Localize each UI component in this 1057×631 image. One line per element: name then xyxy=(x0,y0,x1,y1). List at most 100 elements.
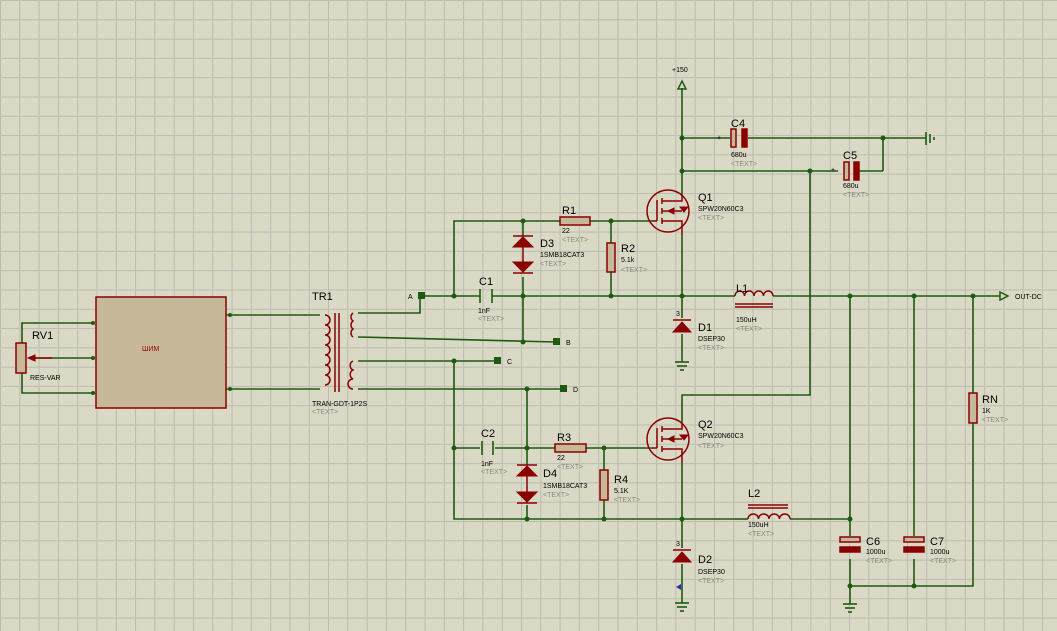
c4-text: <TEXT> xyxy=(731,161,757,168)
d1-ref: D1 xyxy=(698,322,712,334)
terminal-c[interactable]: C xyxy=(494,357,512,366)
terminal-d[interactable]: D xyxy=(560,385,578,394)
terminal-b-label: B xyxy=(566,340,571,347)
r4-ref: R4 xyxy=(614,474,628,486)
c7-electrolytic-capacitor[interactable]: C7 1000u <TEXT> xyxy=(903,536,956,565)
q2-ref: Q2 xyxy=(698,419,713,431)
ground-symbol-d2 xyxy=(675,602,689,612)
pwm-label: ШИМ xyxy=(142,346,159,353)
d1-text: <TEXT> xyxy=(698,345,724,352)
q1-value: SPW20N60C3 xyxy=(698,206,744,213)
q2-mosfet[interactable]: Q2 SPW20N60C3 <TEXT> xyxy=(646,417,744,463)
d1-value: DSEP30 xyxy=(698,336,725,343)
r1-resistor[interactable]: R1 22 <TEXT> xyxy=(559,205,591,244)
tr1-transformer[interactable]: TR1 TRAN-GDT-1P2S <TEXT> xyxy=(312,291,368,416)
d1-diode[interactable]: 3 D1 DSEP30 <TEXT> xyxy=(671,311,725,352)
out-dc-terminal[interactable]: OUT-DC xyxy=(999,290,1042,302)
wires xyxy=(21,88,1000,604)
d3-text: <TEXT> xyxy=(540,261,566,268)
r1-text: <TEXT> xyxy=(562,237,588,244)
ground-symbol-d1 xyxy=(675,361,689,371)
r2-value: 5.1k xyxy=(621,257,635,264)
l1-inductor[interactable]: L1 150uH <TEXT> xyxy=(734,283,774,333)
terminal-c-label: C xyxy=(507,359,512,366)
q1-ref: Q1 xyxy=(698,192,713,204)
l1-value: 150uH xyxy=(736,317,757,324)
r3-value: 22 xyxy=(557,455,565,462)
c6-value: 1000u xyxy=(866,549,886,556)
l2-text: <TEXT> xyxy=(748,531,774,538)
l2-ref: L2 xyxy=(748,488,760,500)
c5-electrolytic-capacitor[interactable]: + C5 680u <TEXT> xyxy=(831,150,869,199)
d2-text: <TEXT> xyxy=(698,578,724,585)
l1-text: <TEXT> xyxy=(736,326,762,333)
d2-ref: D2 xyxy=(698,554,712,566)
c5-plus: + xyxy=(831,167,835,174)
c7-value: 1000u xyxy=(930,549,950,556)
c2-capacitor[interactable]: C2 1nF <TEXT> xyxy=(481,428,507,476)
r2-resistor[interactable]: R2 5.1k <TEXT> xyxy=(606,242,647,274)
c6-electrolytic-capacitor[interactable]: C6 1000u <TEXT> xyxy=(839,536,892,565)
c7-text: <TEXT> xyxy=(930,558,956,565)
tr1-value: TRAN-GDT-1P2S xyxy=(312,401,368,408)
rn-text: <TEXT> xyxy=(982,417,1008,424)
c7-ref: C7 xyxy=(930,536,944,548)
l2-value: 150uH xyxy=(748,522,769,529)
d3-ref: D3 xyxy=(540,238,554,250)
c4-plus: + xyxy=(717,135,721,142)
q2-text: <TEXT> xyxy=(698,443,724,450)
r4-value: 5.1K xyxy=(614,488,629,495)
c1-ref: C1 xyxy=(479,276,493,288)
rv1-value: RES-VAR xyxy=(30,375,61,382)
r4-text: <TEXT> xyxy=(614,497,640,504)
ground-symbol-top xyxy=(925,132,935,145)
c2-text: <TEXT> xyxy=(481,469,507,476)
d2-diode[interactable]: 3 D2 DSEP30 <TEXT> xyxy=(671,541,725,590)
rv1-potentiometer[interactable]: RV1 RES-VAR xyxy=(15,330,61,382)
r2-text: <TEXT> xyxy=(621,267,647,274)
tr1-ref: TR1 xyxy=(312,291,333,303)
r3-text: <TEXT> xyxy=(557,464,583,471)
c6-text: <TEXT> xyxy=(866,558,892,565)
terminal-d-label: D xyxy=(573,387,578,394)
c2-ref: C2 xyxy=(481,428,495,440)
d3-tvs-diode[interactable]: D3 1SMB18CAT3 <TEXT> xyxy=(511,235,584,274)
terminal-a-label: A xyxy=(408,294,413,301)
tr1-text: <TEXT> xyxy=(312,409,338,416)
c4-ref: C4 xyxy=(731,118,745,130)
d4-tvs-diode[interactable]: D4 1SMB18CAT3 <TEXT> xyxy=(515,464,587,504)
r4-resistor[interactable]: R4 5.1K <TEXT> xyxy=(599,469,640,504)
ground-symbol-output xyxy=(843,603,857,613)
rn-resistor[interactable]: RN 1K <TEXT> xyxy=(968,392,1008,424)
pwm-controller-block[interactable]: ШИМ xyxy=(95,296,227,409)
d4-ref: D4 xyxy=(543,468,557,480)
out-dc-label: OUT-DC xyxy=(1015,294,1042,301)
l1-ref: L1 xyxy=(736,283,748,295)
r3-ref: R3 xyxy=(557,432,571,444)
c6-ref: C6 xyxy=(866,536,880,548)
rn-ref: RN xyxy=(982,394,998,406)
d1-pin: 3 xyxy=(676,311,680,318)
terminal-b[interactable]: B xyxy=(553,338,571,347)
r2-ref: R2 xyxy=(621,243,635,255)
d2-value: DSEP30 xyxy=(698,569,725,576)
supply-terminal[interactable]: +150 xyxy=(672,67,688,90)
q1-mosfet[interactable]: Q1 SPW20N60C3 <TEXT> xyxy=(646,189,744,235)
r1-ref: R1 xyxy=(562,205,576,217)
r3-resistor[interactable]: R3 22 <TEXT> xyxy=(554,432,587,471)
l2-inductor[interactable]: L2 150uH <TEXT> xyxy=(735,488,791,538)
c1-capacitor[interactable]: C1 1nF <TEXT> xyxy=(478,276,504,323)
c5-text: <TEXT> xyxy=(843,192,869,199)
c4-value: 680u xyxy=(731,152,747,159)
c2-value: 1nF xyxy=(481,461,493,468)
c5-value: 680u xyxy=(843,183,859,190)
terminal-a[interactable]: A xyxy=(408,292,425,301)
rv1-ref: RV1 xyxy=(32,330,53,342)
c1-value: 1nF xyxy=(478,308,490,315)
supply-label: +150 xyxy=(672,67,688,74)
c4-electrolytic-capacitor[interactable]: + C4 680u <TEXT> xyxy=(717,118,757,168)
d4-text: <TEXT> xyxy=(543,492,569,499)
q2-value: SPW20N60C3 xyxy=(698,433,744,440)
